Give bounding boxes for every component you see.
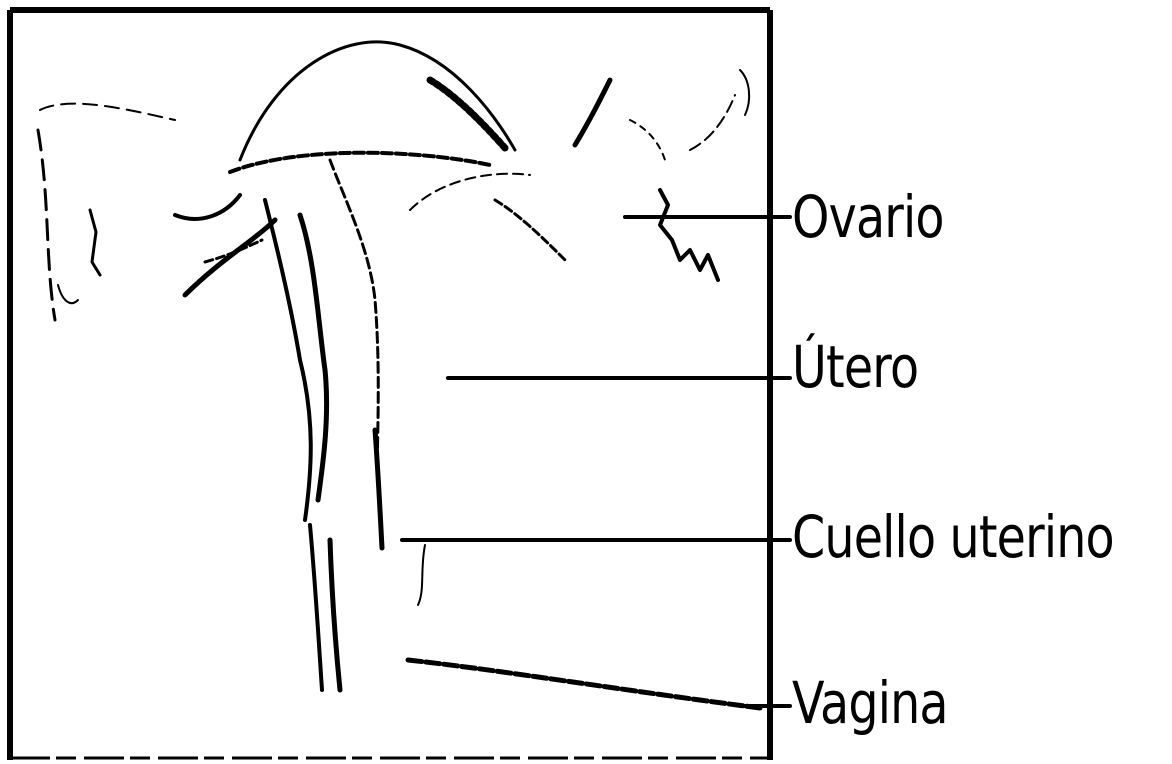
left-fallopian-tube bbox=[40, 104, 175, 120]
cervix bbox=[310, 525, 322, 690]
label-utero: Útero bbox=[792, 338, 918, 396]
leader-lines bbox=[402, 217, 790, 706]
diagram-frame bbox=[10, 10, 770, 760]
vaginal-wall bbox=[408, 660, 760, 708]
uterine-body-right bbox=[330, 160, 378, 470]
label-ovario: Ovario bbox=[792, 188, 944, 246]
uterine-body-left bbox=[265, 200, 311, 520]
right-fallopian-tube bbox=[410, 174, 530, 210]
uterine-fundus bbox=[240, 42, 515, 160]
uterus-illustration bbox=[38, 42, 760, 708]
label-cuello-uterino: Cuello uterino bbox=[792, 508, 1114, 566]
label-vagina: Vagina bbox=[792, 674, 948, 732]
